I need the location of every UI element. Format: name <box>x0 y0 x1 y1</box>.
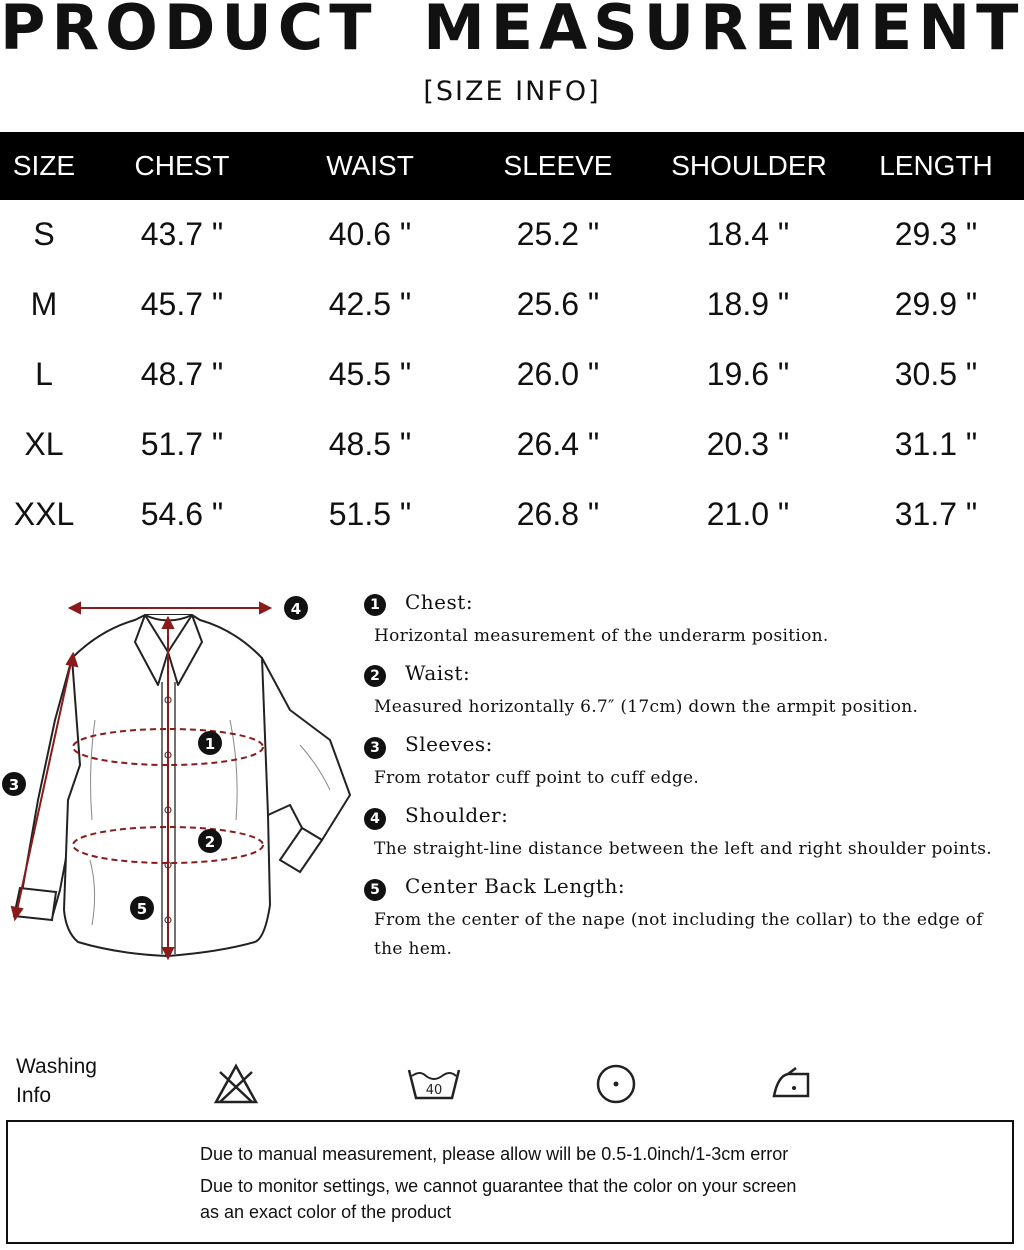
chest-cell: 43.7 " <box>140 216 224 252</box>
svg-text:1: 1 <box>205 735 215 753</box>
svg-text:2: 2 <box>205 833 215 851</box>
washing-label-line: Washing <box>16 1055 97 1078</box>
shirt-placket <box>161 682 176 954</box>
washing-label-line: Info <box>16 1084 52 1107</box>
legend-number: 5 <box>364 879 386 901</box>
size-cell: XL <box>24 426 64 462</box>
column-header-chest: CHEST <box>134 150 230 181</box>
svg-text:3: 3 <box>9 776 19 794</box>
disclaimer-line: as an exact color of the product <box>200 1202 452 1222</box>
legend-number: 3 <box>364 737 386 759</box>
column-header-waist: WAIST <box>326 150 414 181</box>
diagram-marker-2: 2 <box>198 829 222 853</box>
column-header-length: LENGTH <box>879 150 993 181</box>
shoulder-measure-line <box>67 601 273 615</box>
sleeve-cell: 26.8 " <box>516 496 600 532</box>
no-bleach-icon <box>213 1063 259 1104</box>
legend-title: Shoulder: <box>405 803 509 827</box>
waist-measure-ellipse <box>72 826 264 864</box>
page-title: PRODUCT MEASUREMENT <box>0 0 1024 64</box>
chest-cell: 48.7 " <box>140 356 224 392</box>
chest-cell: 45.7 " <box>140 286 224 322</box>
size-table-header: SIZE CHEST WAIST SLEEVE SHOULDER LENGTH <box>0 132 1024 200</box>
chest-cell: 54.6 " <box>140 496 224 532</box>
legend-title: Sleeves: <box>405 732 493 756</box>
length-cell: 29.9 " <box>894 286 978 322</box>
svg-text:4: 4 <box>291 600 301 618</box>
chest-measure-ellipse <box>72 728 264 766</box>
waist-cell: 40.6 " <box>328 216 412 252</box>
washing-info-label: Washing Info <box>16 1052 136 1110</box>
sleeve-cell: 26.0 " <box>516 356 600 392</box>
size-cell: XXL <box>13 496 75 532</box>
chest-cell: 51.7 " <box>140 426 224 462</box>
size-cell: S <box>33 216 55 252</box>
waist-cell: 48.5 " <box>328 426 412 462</box>
legend-description: From the center of the nape (not includi… <box>374 910 983 930</box>
legend-description: From rotator cuff point to cuff edge. <box>374 768 700 788</box>
legend-number: 2 <box>364 665 386 687</box>
legend-number: 1 <box>364 594 386 616</box>
sleeve-cell: 25.2 " <box>516 216 600 252</box>
length-cell: 29.3 " <box>894 216 978 252</box>
legend-description: the hem. <box>374 939 453 959</box>
legend-title: Waist: <box>405 661 471 685</box>
shirt-collar <box>134 614 203 686</box>
tumble-dry-icon <box>596 1064 636 1104</box>
fabric-fold-lines <box>89 719 331 926</box>
legend-description: The straight-line distance between the l… <box>374 839 992 859</box>
waist-cell: 51.5 " <box>328 496 412 532</box>
page-subtitle: [SIZE INFO] <box>423 76 601 107</box>
sleeve-cell: 26.4 " <box>516 426 600 462</box>
svg-text:40: 40 <box>426 1083 443 1098</box>
shirt-measurement-diagram: 1 2 3 4 5 <box>2 596 351 961</box>
legend-title: Chest: <box>405 590 474 614</box>
diagram-marker-3: 3 <box>2 772 26 796</box>
length-cell: 30.5 " <box>894 356 978 392</box>
waist-cell: 42.5 " <box>328 286 412 322</box>
size-cell: L <box>35 356 53 392</box>
length-measure-line <box>161 615 175 961</box>
sleeve-cuffs <box>12 826 324 922</box>
legend-description: Measured horizontally 6.7″ (17cm) down t… <box>374 697 919 717</box>
legend-title: Center Back Length: <box>405 874 626 898</box>
length-cell: 31.1 " <box>894 426 978 462</box>
waist-cell: 45.5 " <box>328 356 412 392</box>
column-header-shoulder: SHOULDER <box>671 150 827 181</box>
legend-number: 4 <box>364 808 386 830</box>
shoulder-cell: 18.9 " <box>706 286 790 322</box>
sleeve-measure-line <box>10 651 79 922</box>
length-cell: 31.7 " <box>894 496 978 532</box>
disclaimer-box <box>6 1120 1014 1244</box>
size-cell: M <box>30 286 58 322</box>
iron-low-icon <box>772 1067 810 1098</box>
wash-40-icon: 40 <box>407 1069 461 1100</box>
column-header-size: SIZE <box>12 150 76 181</box>
disclaimer-line: Due to monitor settings, we cannot guara… <box>200 1176 797 1196</box>
diagram-marker-4: 4 <box>284 596 308 620</box>
shoulder-cell: 19.6 " <box>706 356 790 392</box>
disclaimer-line: Due to manual measurement, please allow … <box>200 1144 789 1164</box>
shoulder-cell: 21.0 " <box>706 496 790 532</box>
shoulder-cell: 18.4 " <box>706 216 790 252</box>
svg-text:5: 5 <box>137 900 147 918</box>
legend-description: Horizontal measurement of the underarm p… <box>374 626 829 646</box>
diagram-marker-5: 5 <box>130 896 154 920</box>
column-header-sleeve: SLEEVE <box>503 150 613 181</box>
sleeve-cell: 25.6 " <box>516 286 600 322</box>
diagram-marker-1: 1 <box>198 731 222 755</box>
shoulder-cell: 20.3 " <box>706 426 790 462</box>
